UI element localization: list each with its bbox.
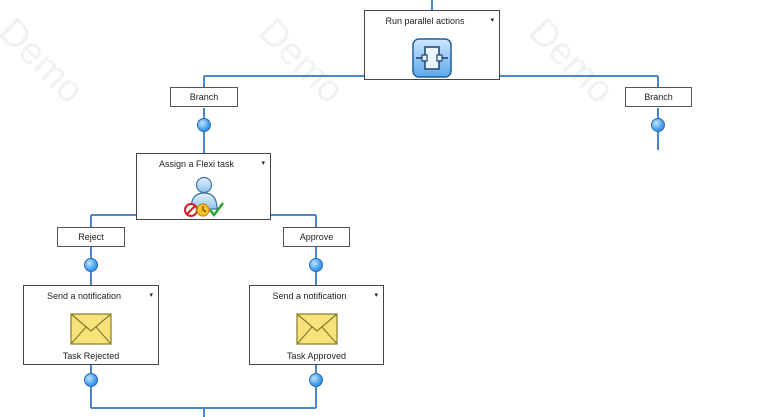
action-title: Assign a Flexi task (158, 159, 235, 169)
assign-flexi-task-box[interactable]: Assign a Flexi task ▾ (136, 153, 271, 220)
envelope-icon (296, 313, 338, 345)
connector-node[interactable] (197, 118, 211, 132)
run-parallel-actions-box[interactable]: Run parallel actions ▾ (364, 10, 500, 80)
chevron-down-icon[interactable]: ▾ (490, 17, 494, 24)
send-notification-rejected-box[interactable]: Send a notification ▾ Task Rejected (23, 285, 159, 365)
connector-node[interactable] (651, 118, 665, 132)
parallel-actions-icon (412, 38, 452, 78)
action-title: Run parallel actions (385, 16, 465, 26)
branch-label-left[interactable]: Branch (170, 87, 238, 107)
connector-node[interactable] (84, 258, 98, 272)
action-caption: Task Rejected (62, 351, 120, 361)
action-title: Send a notification (46, 291, 122, 301)
action-caption: Task Approved (286, 351, 347, 361)
branch-label-right[interactable]: Branch (625, 87, 692, 107)
connector-node[interactable] (309, 373, 323, 387)
branch-label-approve[interactable]: Approve (283, 227, 350, 247)
envelope-icon (70, 313, 112, 345)
user-task-icon (184, 176, 224, 218)
action-title: Send a notification (272, 291, 347, 301)
send-notification-approved-box[interactable]: Send a notification ▾ Task Approved (249, 285, 384, 365)
chevron-down-icon[interactable]: ▾ (149, 292, 153, 299)
chevron-down-icon[interactable]: ▾ (261, 160, 265, 167)
connector-node[interactable] (309, 258, 323, 272)
branch-label-reject[interactable]: Reject (57, 227, 125, 247)
chevron-down-icon[interactable]: ▾ (374, 292, 378, 299)
connector-node[interactable] (84, 373, 98, 387)
